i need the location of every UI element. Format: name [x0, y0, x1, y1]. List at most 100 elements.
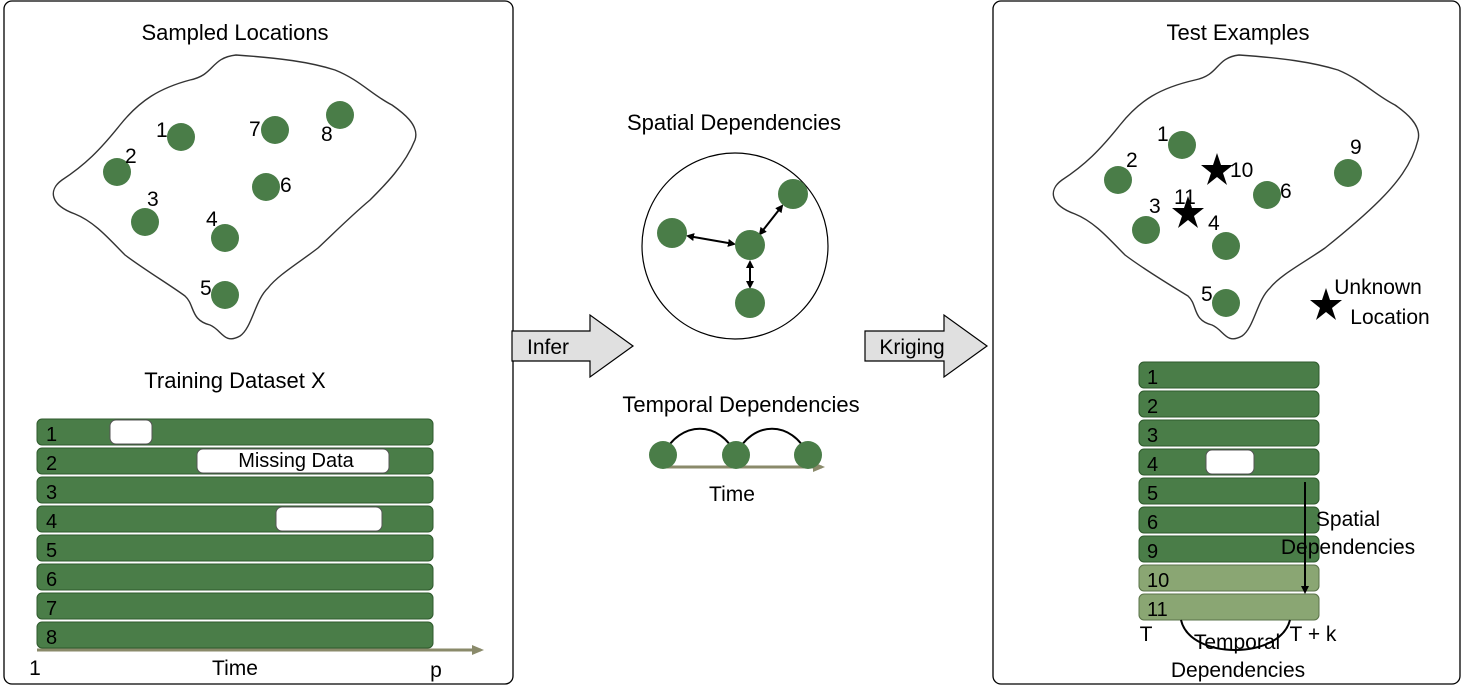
- test-examples-title: Test Examples: [1166, 20, 1309, 45]
- temporal-node: [722, 441, 750, 469]
- region-outline: [1052, 54, 1420, 340]
- node-label: 9: [1350, 136, 1362, 159]
- node-5: [1212, 289, 1240, 317]
- node-4: [1212, 232, 1240, 260]
- data-row: [36, 476, 434, 504]
- node-label: 3: [1149, 195, 1161, 218]
- data-row: [1138, 361, 1320, 389]
- temporal-dependencies-title: Temporal Dependencies: [622, 392, 859, 417]
- data-row: [1138, 535, 1320, 563]
- node-6: [1253, 181, 1281, 209]
- node-label: 7: [249, 118, 261, 141]
- row-label: 3: [1147, 425, 1158, 447]
- node-1: [1168, 131, 1196, 159]
- infer-arrow: [511, 313, 635, 379]
- data-row: [36, 563, 434, 591]
- star-icon: [1172, 196, 1204, 228]
- node-label: 6: [280, 174, 292, 197]
- temporal-node: [649, 441, 677, 469]
- infer-label: Infer: [527, 336, 569, 359]
- training-row-labels: 1 2 3 4 5 6 7 8: [46, 424, 57, 649]
- row-label: 6: [1147, 512, 1158, 534]
- node-4: [211, 224, 239, 252]
- unknown-location-label-line2: Location: [1350, 306, 1429, 329]
- row-label: 8: [46, 627, 57, 649]
- row-label: 3: [46, 482, 57, 504]
- row-label: 10: [1147, 570, 1169, 592]
- temporal-dependency-arc: [1180, 619, 1291, 651]
- left-map-node-labels: 1 2 3 4 5 6 7 8: [125, 118, 333, 300]
- missing-gap: [109, 419, 153, 445]
- spatial-node: [778, 179, 808, 209]
- node-3: [1132, 216, 1160, 244]
- star-icon: [1310, 288, 1342, 320]
- row-label: 9: [1147, 541, 1158, 563]
- missing-gap: [196, 448, 390, 474]
- right-map-nodes: [1104, 131, 1362, 317]
- temporal-dependencies-label-line1: Temporal: [1194, 631, 1280, 654]
- spatial-node-center: [735, 230, 765, 260]
- row-label: 5: [46, 540, 57, 562]
- row-label: 5: [1147, 483, 1158, 505]
- node-2: [1104, 166, 1132, 194]
- spatial-dependencies-label-line2: Dependencies: [1281, 536, 1415, 559]
- spatial-edges: [686, 204, 784, 289]
- data-row: [1138, 419, 1320, 447]
- left-panel: Sampled Locations 1 2 3 4 5 6 7 8 Traini…: [3, 0, 514, 685]
- spatial-dependencies-title: Spatial Dependencies: [627, 110, 841, 135]
- node-label: 4: [206, 208, 218, 231]
- data-row-unknown: [1138, 593, 1320, 621]
- node-label: 2: [1126, 149, 1138, 172]
- kriging-arrow: [864, 313, 989, 379]
- star-label: 10: [1230, 159, 1253, 182]
- data-row-unknown: [1138, 564, 1320, 592]
- missing-gap: [275, 506, 383, 532]
- right-panel: Test Examples 1 2 3 4 5 6 9 10 11 U: [992, 0, 1461, 685]
- t-end-label: T + k: [1290, 623, 1337, 646]
- node-8: [326, 101, 354, 129]
- data-row: [36, 418, 434, 446]
- node-1: [167, 123, 195, 151]
- missing-gap: [1205, 449, 1255, 475]
- row-label: 4: [1147, 454, 1158, 476]
- time-end-label: p: [430, 659, 442, 682]
- data-row: [1138, 506, 1320, 534]
- spatial-edge: [758, 204, 784, 236]
- temporal-time-label: Time: [709, 483, 755, 506]
- row-label: 11: [1147, 599, 1168, 621]
- unknown-location-label-line1: Unknown: [1334, 276, 1422, 299]
- test-rows: [1138, 361, 1320, 621]
- node-label: 4: [1208, 212, 1220, 235]
- right-panel-frame: [992, 0, 1461, 685]
- node-label: 1: [156, 119, 168, 142]
- right-map-stars: [1172, 153, 1342, 320]
- time-start-label: 1: [29, 657, 41, 680]
- kriging-label: Kriging: [879, 336, 944, 359]
- spatial-edge: [686, 233, 736, 247]
- data-row: [1138, 390, 1320, 418]
- node-label: 2: [125, 145, 137, 168]
- row-label: 2: [1147, 396, 1158, 418]
- missing-data-gaps: [109, 419, 390, 532]
- node-5: [211, 281, 239, 309]
- node-label: 5: [1201, 283, 1213, 306]
- node-label: 6: [1280, 180, 1292, 203]
- spatial-dependencies-label-line1: Spatial: [1316, 508, 1380, 531]
- data-row: [1138, 477, 1320, 505]
- data-row: [36, 621, 434, 649]
- star-icon: [1201, 153, 1233, 185]
- node-9: [1334, 159, 1362, 187]
- left-map-nodes: [103, 101, 354, 309]
- row-label: 7: [46, 598, 57, 620]
- node-7: [261, 116, 289, 144]
- training-dataset-title: Training Dataset X: [144, 368, 326, 393]
- row-label: 6: [46, 569, 57, 591]
- sampled-locations-title: Sampled Locations: [141, 20, 328, 45]
- spatial-node: [735, 288, 765, 318]
- t-start-label: T: [1140, 623, 1153, 646]
- data-row: [36, 534, 434, 562]
- spatial-circle: [641, 152, 829, 340]
- missing-data-label: Missing Data: [238, 450, 354, 472]
- node-label: 5: [200, 277, 212, 300]
